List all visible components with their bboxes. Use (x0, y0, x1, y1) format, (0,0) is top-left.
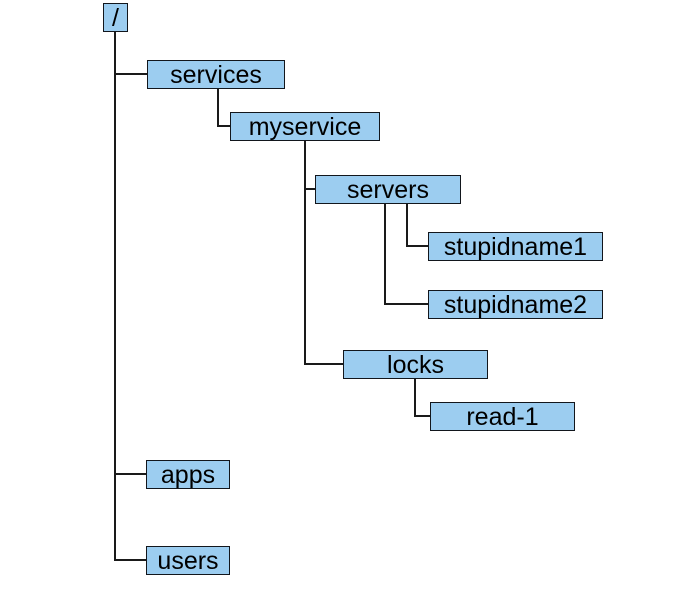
node-label-read-1: read-1 (466, 402, 539, 431)
node-locks[interactable]: locks (343, 350, 488, 379)
edge-servers-stupidname2 (384, 204, 428, 305)
node-label-services: services (170, 60, 262, 89)
node-stupidname1[interactable]: stupidname1 (428, 232, 603, 261)
edge-myservice-servers (304, 141, 315, 190)
node-users[interactable]: users (146, 546, 230, 575)
node-label-servers: servers (347, 175, 429, 204)
edge-root-users (114, 32, 146, 561)
edge-services-myservice (217, 89, 230, 127)
node-apps[interactable]: apps (146, 460, 230, 489)
node-root[interactable]: / (103, 3, 128, 32)
node-label-myservice: myservice (248, 112, 362, 141)
node-stupidname2[interactable]: stupidname2 (428, 290, 603, 319)
node-read-1[interactable]: read-1 (430, 402, 575, 431)
node-servers[interactable]: servers (315, 175, 461, 204)
edge-locks-read1 (414, 379, 430, 417)
node-label-apps: apps (160, 460, 216, 489)
node-label-locks: locks (387, 350, 444, 379)
node-myservice[interactable]: myservice (230, 112, 380, 141)
node-label-users: users (157, 546, 219, 575)
node-services[interactable]: services (147, 60, 285, 89)
edge-myservice-locks (304, 141, 343, 365)
edge-servers-stupidname1 (406, 204, 428, 247)
node-label-stupidname2: stupidname2 (443, 290, 588, 319)
edge-root-services (114, 32, 147, 75)
node-label-stupidname1: stupidname1 (443, 232, 588, 261)
edge-root-apps (114, 32, 146, 475)
node-label-root: / (112, 3, 119, 32)
